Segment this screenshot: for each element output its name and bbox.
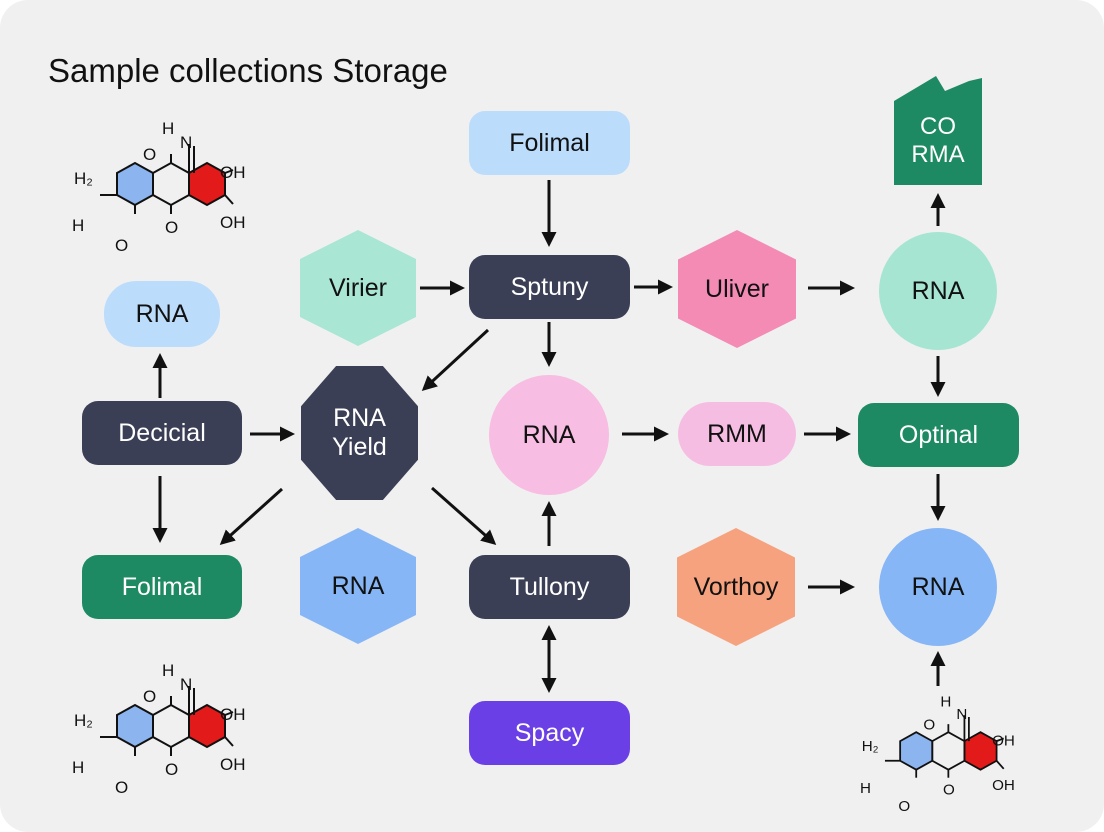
molecule-structure-top-left: H₂ H O O O H N OH OH — [72, 119, 246, 255]
mol-o-top: O — [923, 717, 935, 734]
node-optinal[interactable]: Optinal — [858, 403, 1019, 467]
node-co-rma: CO RMA — [911, 113, 965, 168]
node-vorthoy[interactable]: Vorthoy — [677, 528, 795, 646]
mol-oh-top: OH — [220, 163, 246, 182]
node-decicial[interactable]: Decicial — [82, 401, 242, 465]
mol-h2: H₂ — [74, 711, 93, 730]
node-rna-yield[interactable]: RNA Yield — [301, 366, 418, 500]
arrow-rna-yield-to-tullony — [431, 486, 497, 545]
node-virier[interactable]: Virier — [300, 230, 416, 346]
node-rna-blue-circle[interactable]: RNA — [879, 528, 997, 646]
mol-h: H — [72, 758, 84, 777]
mol-o-mid: O — [943, 782, 955, 799]
mol-h2: H₂ — [74, 169, 93, 188]
mol-o-mid: O — [165, 760, 178, 779]
diagram-title: Sample collections Storage — [48, 52, 448, 89]
mol-oh-bottom: OH — [220, 213, 246, 232]
node-rna-teal[interactable]: RNA — [879, 232, 997, 350]
mol-nh-h: H — [162, 119, 174, 138]
mol-nh-h: H — [940, 693, 951, 710]
arrow-rna-yield-to-folimal — [219, 487, 284, 546]
mol-h: H — [72, 216, 84, 235]
node-rna-pill[interactable]: RNA — [104, 281, 220, 347]
node-sptuny[interactable]: Sptuny — [469, 255, 630, 319]
mol-oh-top: OH — [992, 733, 1015, 750]
mol-h2: H₂ — [862, 738, 879, 755]
node-uliver[interactable]: Uliver — [678, 230, 796, 348]
mol-o-left: O — [115, 778, 128, 797]
mol-oh-top: OH — [220, 705, 246, 724]
mol-o-left: O — [898, 798, 910, 815]
mol-oh-bottom: OH — [992, 777, 1015, 794]
mol-oh-bottom: OH — [220, 755, 246, 774]
node-folimal-top[interactable]: Folimal — [469, 111, 630, 175]
mol-o-left: O — [115, 236, 128, 255]
mol-nh-n: N — [180, 675, 192, 694]
mol-o-mid: O — [165, 218, 178, 237]
mol-o-top: O — [143, 145, 156, 164]
mol-nh-h: H — [162, 661, 174, 680]
node-rna-pink[interactable]: RNA — [489, 375, 609, 495]
node-spacy[interactable]: Spacy — [469, 701, 630, 765]
mol-o-top: O — [143, 687, 156, 706]
mol-h: H — [860, 780, 871, 797]
node-folimal-green[interactable]: Folimal — [82, 555, 242, 619]
mol-nh-n: N — [180, 133, 192, 152]
node-tullony[interactable]: Tullony — [469, 555, 630, 619]
molecule-structure-bottom-left: H₂ H O O O H N OH OH — [72, 661, 246, 797]
mol-nh-n: N — [956, 706, 967, 723]
node-rmm[interactable]: RMM — [678, 402, 796, 466]
arrow-sptuny-to-rna-yield — [421, 328, 490, 392]
molecule-structure-bottom-right: H₂ H O O O H N OH OH — [860, 693, 1015, 815]
